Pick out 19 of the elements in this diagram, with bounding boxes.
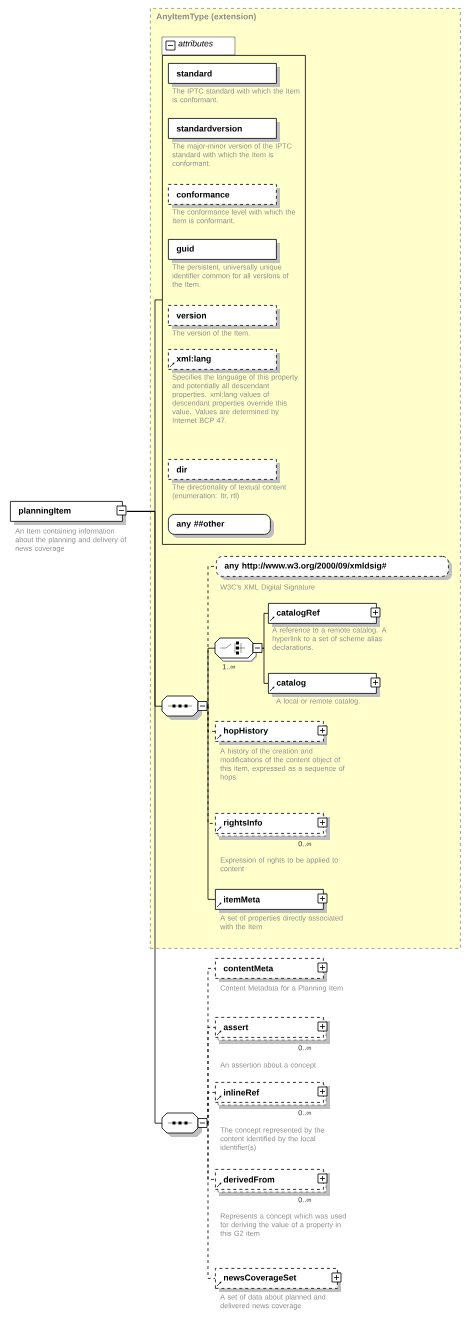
sequence-symbol <box>161 695 208 720</box>
connector-line <box>207 1122 216 1279</box>
connector-line <box>126 511 163 1124</box>
node-label: attributes <box>178 40 213 47</box>
connector-line <box>262 613 269 649</box>
element-box: newsCoverageSet <box>215 1268 342 1292</box>
connector-line <box>207 647 216 707</box>
element-box: rightsInfo <box>215 813 330 840</box>
attribute-box: guid <box>168 239 280 263</box>
element-box: derivedFrom <box>215 1169 330 1196</box>
connector-line <box>262 647 269 684</box>
sequence-symbol <box>161 1112 208 1137</box>
wildcard-box: any http://www.w3.org/2000/09/xmldsig# <box>216 556 452 580</box>
wildcard-box: any ##other <box>168 514 274 538</box>
element-box: assert <box>215 1017 330 1044</box>
connector-line <box>207 705 216 900</box>
attribute-box: standardversion <box>168 118 280 142</box>
connector-line <box>207 1092 216 1124</box>
element-box: inlineRef <box>215 1082 330 1109</box>
